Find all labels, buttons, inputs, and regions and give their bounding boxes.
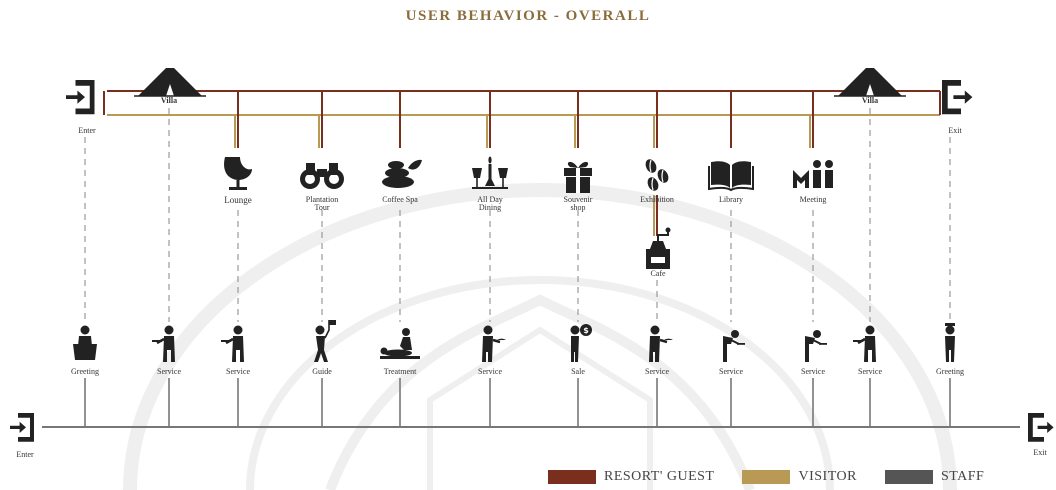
legend-label-staff: STAFF bbox=[940, 469, 985, 484]
coffee-grinder-icon bbox=[646, 227, 671, 269]
dining-candle-icon bbox=[472, 156, 508, 189]
open-book-icon bbox=[708, 161, 754, 192]
legend-swatch-staff bbox=[884, 470, 933, 484]
facility-label-plantation-tour: Plantation Tour bbox=[305, 195, 339, 212]
villa-left-icon bbox=[134, 68, 206, 97]
staff-role-label: Service bbox=[645, 367, 669, 376]
salesperson-dollar-icon: $ bbox=[570, 324, 592, 362]
reception-desk-staff-icon bbox=[73, 325, 97, 360]
staff-role-label: Service bbox=[719, 367, 743, 376]
exit-icon bbox=[942, 80, 973, 115]
page-title: USER BEHAVIOR - OVERALL bbox=[405, 8, 651, 24]
server-dish-icon bbox=[649, 325, 673, 362]
enter-icon bbox=[66, 80, 95, 115]
legend: RESORT' GUEST VISITOR STAFF bbox=[548, 469, 1012, 485]
waiter-tray-icon bbox=[152, 325, 175, 362]
legend-label-guest: RESORT' GUEST bbox=[604, 469, 715, 484]
bowing-server-icon bbox=[723, 330, 745, 362]
top-exit-label: Exit bbox=[948, 126, 962, 135]
bowing-server-icon bbox=[805, 330, 827, 362]
facility-label-coffee-spa: Coffee Spa bbox=[382, 195, 418, 204]
waiter-tray-icon bbox=[221, 325, 244, 362]
legend-item-guest: RESORT' GUEST bbox=[548, 469, 714, 485]
bottom-exit-icon bbox=[1028, 413, 1054, 442]
tour-guide-flag-icon bbox=[314, 320, 336, 362]
staff-role-label: Service bbox=[801, 367, 825, 376]
legend-item-visitor: VISITOR bbox=[742, 469, 856, 485]
binoculars-icon bbox=[300, 163, 344, 189]
villa-right-icon bbox=[834, 68, 906, 97]
facility-label-library: Library bbox=[719, 195, 743, 204]
egg-chair-icon bbox=[224, 157, 252, 190]
bottom-exit-label: Exit bbox=[1033, 448, 1047, 457]
staff-role-label: Service bbox=[478, 367, 502, 376]
watermark-seal bbox=[123, 183, 957, 490]
staff-role-label: Service bbox=[858, 367, 882, 376]
legend-label-visitor: VISITOR bbox=[798, 469, 857, 484]
staff-role-label: Treatment bbox=[383, 367, 417, 376]
staff-role-label: Guide bbox=[312, 367, 332, 376]
villa-right-label: Villa bbox=[861, 96, 879, 105]
meeting-people-icon bbox=[793, 160, 833, 188]
waiter-tray-icon bbox=[853, 325, 876, 362]
spa-stones-icon bbox=[382, 159, 422, 188]
facility-label-lounge: Lounge bbox=[224, 195, 252, 205]
staff-role-label: Greeting bbox=[71, 367, 99, 376]
legend-swatch-visitor bbox=[742, 470, 791, 484]
facility-label-exhibition: Exhibition bbox=[640, 195, 674, 204]
doorman-icon bbox=[945, 323, 955, 362]
facility-label-souvenir-shop: Souvenir shop bbox=[563, 195, 593, 212]
facility-label-all-day-dining: All Day Dining bbox=[477, 195, 503, 212]
staff-role-label: Greeting bbox=[936, 367, 964, 376]
staff-role-label: Sale bbox=[571, 367, 585, 376]
staff-role-label: Service bbox=[157, 367, 181, 376]
svg-text:$: $ bbox=[583, 326, 589, 335]
staff-role-label: Service bbox=[226, 367, 250, 376]
coffee-beans-icon bbox=[645, 159, 669, 191]
bottom-enter-label: Enter bbox=[16, 450, 34, 459]
facility-label-meeting: Meeting bbox=[799, 195, 827, 204]
top-enter-label: Enter bbox=[78, 126, 96, 135]
bottom-enter-icon bbox=[10, 413, 34, 442]
massage-therapist-icon bbox=[380, 328, 420, 359]
legend-swatch-guest bbox=[548, 470, 596, 484]
server-dish-icon bbox=[482, 325, 506, 362]
legend-item-staff: STAFF bbox=[884, 469, 985, 485]
gift-icon bbox=[564, 161, 592, 193]
villa-left-label: Villa bbox=[160, 96, 178, 105]
cafe-label: Cafe bbox=[650, 269, 666, 278]
